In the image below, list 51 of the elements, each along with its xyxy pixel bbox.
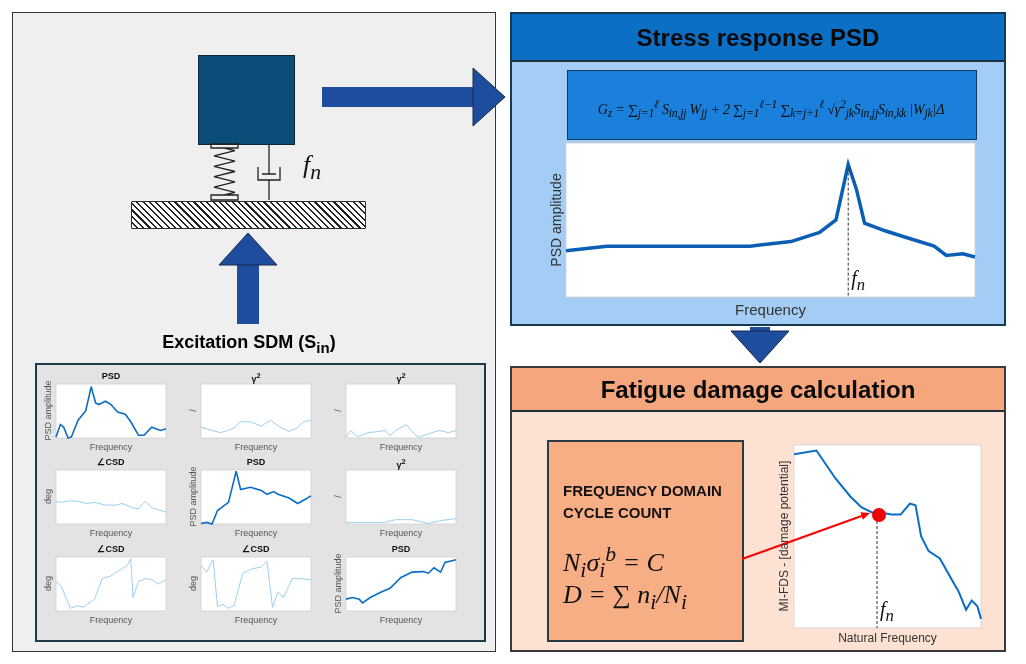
formula-box: [567, 70, 977, 140]
axis-label: deg: [42, 575, 54, 593]
block-arrow: [218, 232, 278, 324]
chart-title: ∠CSD: [96, 544, 126, 554]
axis-label: deg: [42, 488, 54, 506]
axis-label: Natural Frequency: [837, 631, 938, 645]
panel-title: Stress response PSD: [512, 14, 1004, 62]
axis-label: PSD amplitude: [42, 379, 54, 443]
chart-title: γ$^{2}$: [395, 371, 407, 384]
axis-label: deg: [187, 575, 199, 593]
chart-title: γ$^{2}$: [250, 371, 262, 384]
axis-label: Frequency: [233, 615, 279, 625]
axis-label: /: [187, 408, 199, 414]
axis-label: Frequency: [734, 301, 807, 318]
axis-label: /: [332, 494, 344, 500]
frequency-label: f$_{n}$: [303, 150, 322, 186]
box-heading: FREQUENCY DOMAIN CYCLE COUNT: [563, 481, 723, 523]
chart-title: PSD: [390, 544, 412, 554]
damper-symbol: [257, 143, 281, 201]
axis-label: Frequency: [88, 615, 134, 625]
mass-block: [198, 55, 295, 145]
panel-title: Fatigue damage calculation: [512, 368, 1004, 412]
cycle-count-box: [547, 440, 744, 642]
axis-label: PSD amplitude: [332, 552, 344, 616]
block-arrow: [322, 67, 506, 127]
axis-label: Frequency: [233, 528, 279, 538]
block-arrow: [730, 327, 790, 364]
frequency-label: f$_{n}$: [880, 598, 894, 626]
axis-label: MI-FDS - [damage potential]: [777, 459, 791, 613]
frequency-label: f$_{n}$: [851, 267, 866, 295]
axis-label: Frequency: [378, 442, 424, 452]
chart-title: ∠CSD: [241, 544, 271, 554]
axis-label: Frequency: [378, 615, 424, 625]
axis-label: Frequency: [233, 442, 279, 452]
formula: G$_{z}$ = ∑$_{j=1}$$^{ℓ}$ S$_{in,jj}$ W$_{jj}$ + 2 ∑$_{j=1}$$^{ℓ−1}$ ∑$_{k=j+1}$$^{ℓ}$ √γ$^{2}$$_{jk}$S$_{in,jj}$S$_{in,kk}$ |W$_{jk}$|Δ: [596, 97, 946, 123]
axis-label: PSD amplitude: [548, 172, 564, 269]
base-plate: [131, 201, 366, 229]
axis-label: Frequency: [88, 528, 134, 538]
arrow: [741, 512, 870, 560]
axis-label: PSD amplitude: [187, 465, 199, 529]
axis-label: /: [332, 408, 344, 414]
chart-title: γ$^{2}$: [395, 457, 407, 470]
excitation-label: Excitation SDM (S$_{in}$): [161, 331, 337, 358]
axis-label: Frequency: [88, 442, 134, 452]
chart-title: PSD: [100, 371, 122, 381]
equation: N$_{i}$σ$_{i}$$^{b}$ = C: [563, 542, 664, 583]
chart-title: PSD: [245, 457, 267, 467]
chart-title: ∠CSD: [96, 457, 126, 467]
equation: D = ∑ n$_{i}$/N$_{i}$: [563, 580, 687, 616]
spring-symbol: [210, 143, 239, 201]
axis-label: Frequency: [378, 528, 424, 538]
